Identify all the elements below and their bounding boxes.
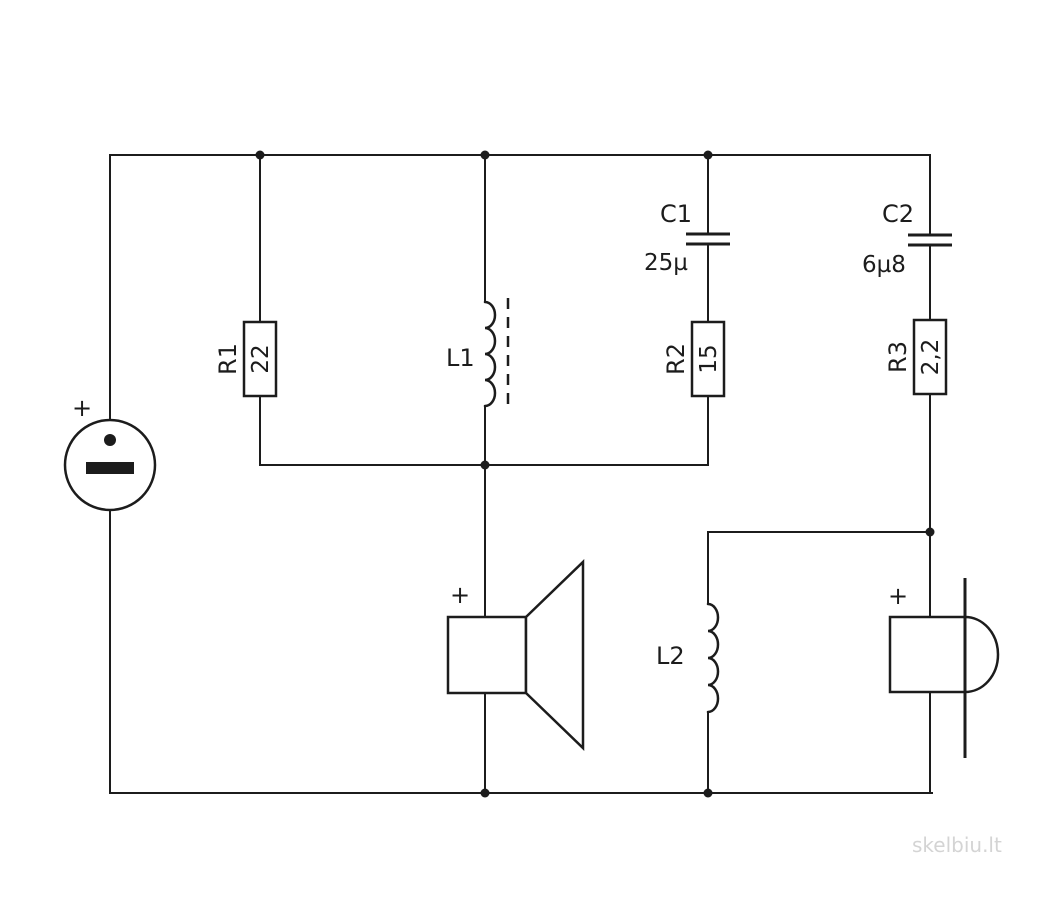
r2-value: 15 [696, 344, 722, 373]
l1-inductor [483, 298, 510, 410]
l1-label: L1 [446, 344, 475, 372]
c2-value: 6µ8 [862, 252, 906, 278]
tweeter-plus-sign: + [888, 582, 908, 610]
watermark-text: skelbiu.lt [912, 833, 1002, 857]
r3-label: R3 [884, 341, 912, 373]
speaker-symbol [446, 559, 585, 751]
l2-inductor [706, 602, 720, 714]
tweeter-symbol [888, 578, 1000, 758]
r1-label: R1 [214, 343, 242, 375]
source-plus-sign: + [72, 394, 92, 422]
c1-value: 25µ [644, 250, 688, 276]
c1-capacitor [686, 232, 730, 246]
c2-capacitor [908, 233, 952, 247]
r2-resistor [690, 320, 726, 398]
r1-resistor [242, 320, 278, 398]
speaker-plus-sign: + [450, 581, 470, 609]
c1-label: C1 [660, 200, 692, 228]
r2-label: R2 [662, 343, 690, 375]
c2-label: C2 [882, 200, 914, 228]
wires [109, 154, 933, 794]
source-symbol [63, 418, 157, 512]
r1-value: 22 [248, 344, 274, 373]
r3-value: 2,2 [918, 339, 944, 376]
r3-resistor [912, 318, 948, 396]
junction-dots [255, 150, 935, 798]
l2-label: L2 [656, 642, 685, 670]
